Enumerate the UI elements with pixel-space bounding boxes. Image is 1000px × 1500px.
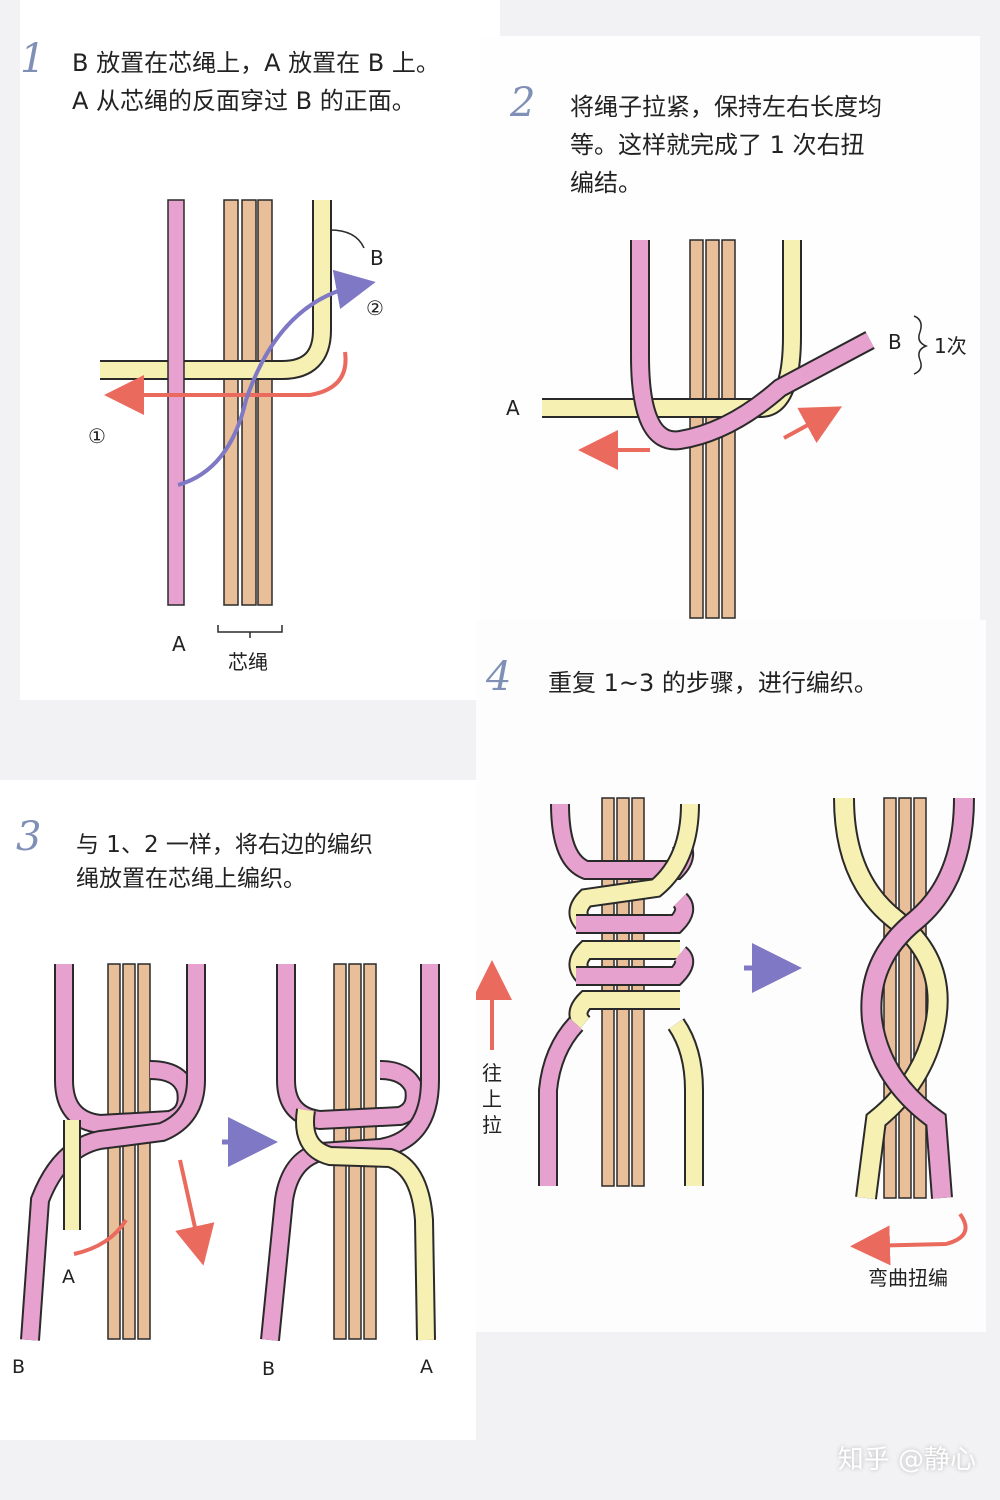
step-2-text-line-3: 编结。 [570,169,642,197]
step-2-panel: 2 将绳子拉紧，保持左右长度均 等。这样就完成了 1 次右扭 编结。 A B 1… [480,36,980,620]
step-2-number: 2 [510,80,536,126]
step-1-mark-2: ② [366,296,384,320]
step-4-diagram [476,797,975,1266]
pull-up-char-2: 上 [482,1087,502,1111]
pull-up-char-1: 往 [482,1061,502,1085]
step-1-number: 1 [20,36,46,82]
step-1-label-b: B [370,246,384,270]
step-4-number: 4 [486,654,512,700]
step-1-label-a: A [172,632,186,656]
step-1-diagram [100,199,376,638]
watermark: 知乎 @静心 [837,1445,976,1475]
step-3-label-a-right: A [420,1356,433,1378]
red-arrow-right [783,406,843,444]
step-1-label-core: 芯绳 [228,650,268,674]
step-4-braid-twisted [833,797,975,1266]
cord-b [100,200,332,380]
step-1-text-line-1: B 放置在芯绳上，A 放置在 B 上。 [72,49,440,77]
step-2-text-line-2: 等。这样就完成了 1 次右扭 [570,131,865,159]
step-2-label-a: A [506,396,520,420]
step-3-number: 3 [16,814,42,860]
step-3-label-b-right: B [262,1358,276,1380]
step-3-right-figure [260,963,440,1341]
core-cords [223,199,273,606]
step-4-braid-flat [538,797,704,1187]
step-1-panel: 1 B 放置在芯绳上，A 放置在 B 上。 A 从芯绳的反面穿过 B 的正面。 [20,0,500,700]
step-2-text-line-1: 将绳子拉紧，保持左右长度均 [570,93,882,121]
step-3-label-b-left: B [12,1356,26,1378]
step-4-panel: 4 重复 1~3 的步骤，进行编织。 [476,620,986,1332]
step-4-text-line-1: 重复 1~3 的步骤，进行编织。 [548,669,878,697]
cord-a [167,199,185,606]
step-4-twist-label: 弯曲扭编 [868,1266,948,1290]
twist-arrow [850,1212,968,1266]
blue-arrow-2 [177,269,376,487]
red-arrow-1 [104,351,348,415]
step-3-label-a-left: A [62,1266,75,1288]
step-3-panel: 3 与 1、2 一样，将右边的编织 绳放置在芯绳上编织。 [0,780,476,1440]
step-1-text-line-2: A 从芯绳的反面穿过 B 的正面。 [72,87,416,115]
step-3-diagram [20,963,440,1341]
step-1-mark-1: ① [88,424,106,448]
step-2-label-count: 1次 [934,334,967,358]
pull-up-char-3: 拉 [482,1113,502,1137]
step-2-diagram [542,239,929,619]
step-3-left-figure [20,963,215,1341]
step-3-text-line-2: 绳放置在芯绳上编织。 [76,866,306,892]
step-3-text-line-1: 与 1、2 一样，将右边的编织 [76,832,373,858]
cord-yellow [542,240,802,418]
step-2-label-b: B [888,330,902,354]
